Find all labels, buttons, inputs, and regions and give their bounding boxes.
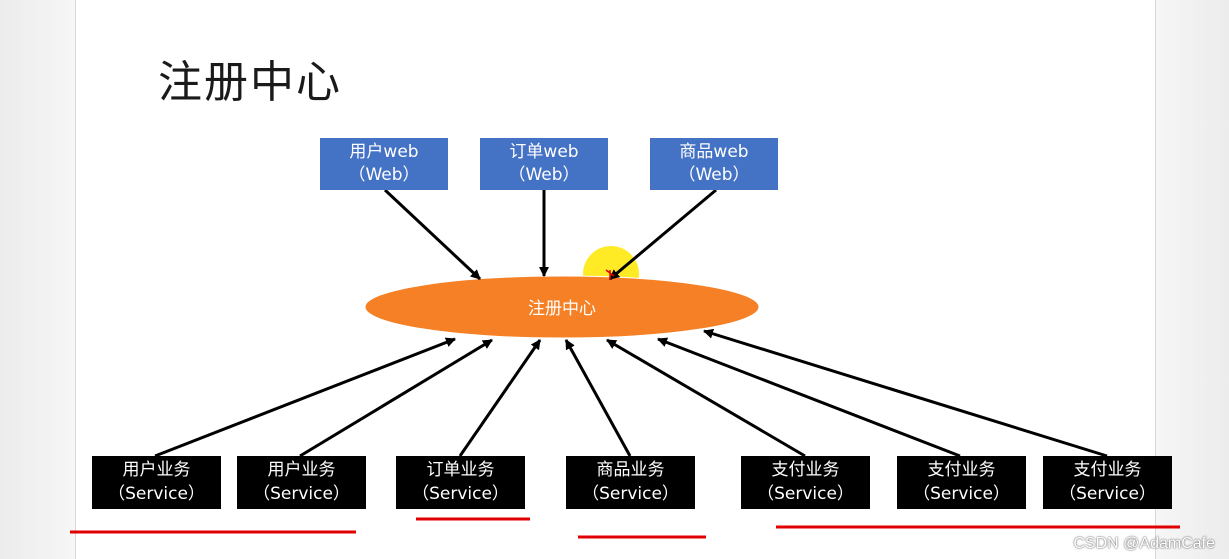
arrow-service-6 [657, 337, 961, 458]
arrow-service-2 [299, 338, 493, 458]
service-node-type: （Service） [913, 484, 1010, 504]
service-node-title: 用户业务 [267, 460, 336, 480]
service-node-title: 支付业务 [1073, 460, 1142, 480]
web-node-goods: 商品web （Web） [650, 138, 778, 190]
web-node-order: 订单web （Web） [480, 138, 608, 190]
service-node-pay-2: 支付业务 （Service） [897, 456, 1026, 509]
service-node-order: 订单业务 （Service） [396, 456, 525, 509]
service-node-title: 订单业务 [426, 460, 495, 480]
arrow-service-3 [458, 339, 542, 457]
service-node-type: （Service） [757, 484, 854, 504]
web-node-title: 订单web [509, 142, 579, 162]
service-node-user-2: 用户业务 （Service） [237, 456, 366, 509]
service-node-user-1: 用户业务 （Service） [92, 456, 221, 509]
arrow-goods-web [609, 188, 717, 281]
arrow-service-5 [606, 338, 806, 458]
slide-right-edge [1155, 0, 1156, 559]
registry-center-ellipse [364, 275, 760, 339]
slide-left-edge [75, 0, 76, 559]
service-node-type: （Service） [582, 484, 679, 504]
web-node-type: （Web） [348, 165, 420, 185]
web-node-title: 商品web [679, 142, 749, 162]
watermark: CSDN @AdamCafe [1073, 535, 1215, 552]
service-node-pay-3: 支付业务 （Service） [1043, 456, 1172, 509]
web-node-user: 用户web （Web） [320, 138, 448, 190]
web-node-type: （Web） [678, 165, 750, 185]
service-node-type: （Service） [1059, 484, 1156, 504]
arrow-user-web [383, 188, 482, 281]
web-node-type: （Web） [508, 165, 580, 185]
service-node-title: 商品业务 [596, 460, 665, 480]
page-title: 注册中心 [158, 57, 342, 108]
service-node-type: （Service） [108, 484, 205, 504]
service-node-title: 支付业务 [771, 460, 840, 480]
arrow-service-1 [154, 337, 456, 458]
web-node-title: 用户web [349, 142, 419, 162]
arrow-service-4 [564, 339, 632, 457]
arrow-service-7 [703, 328, 1108, 458]
service-node-title: 用户业务 [122, 460, 191, 480]
service-node-type: （Service） [412, 484, 509, 504]
service-node-type: （Service） [253, 484, 350, 504]
registry-center-label: 注册中心 [528, 299, 596, 319]
service-node-title: 支付业务 [927, 460, 996, 480]
service-node-pay-1: 支付业务 （Service） [741, 456, 870, 509]
service-node-goods: 商品业务 （Service） [566, 456, 695, 509]
cursor-pointer-icon [605, 269, 615, 280]
